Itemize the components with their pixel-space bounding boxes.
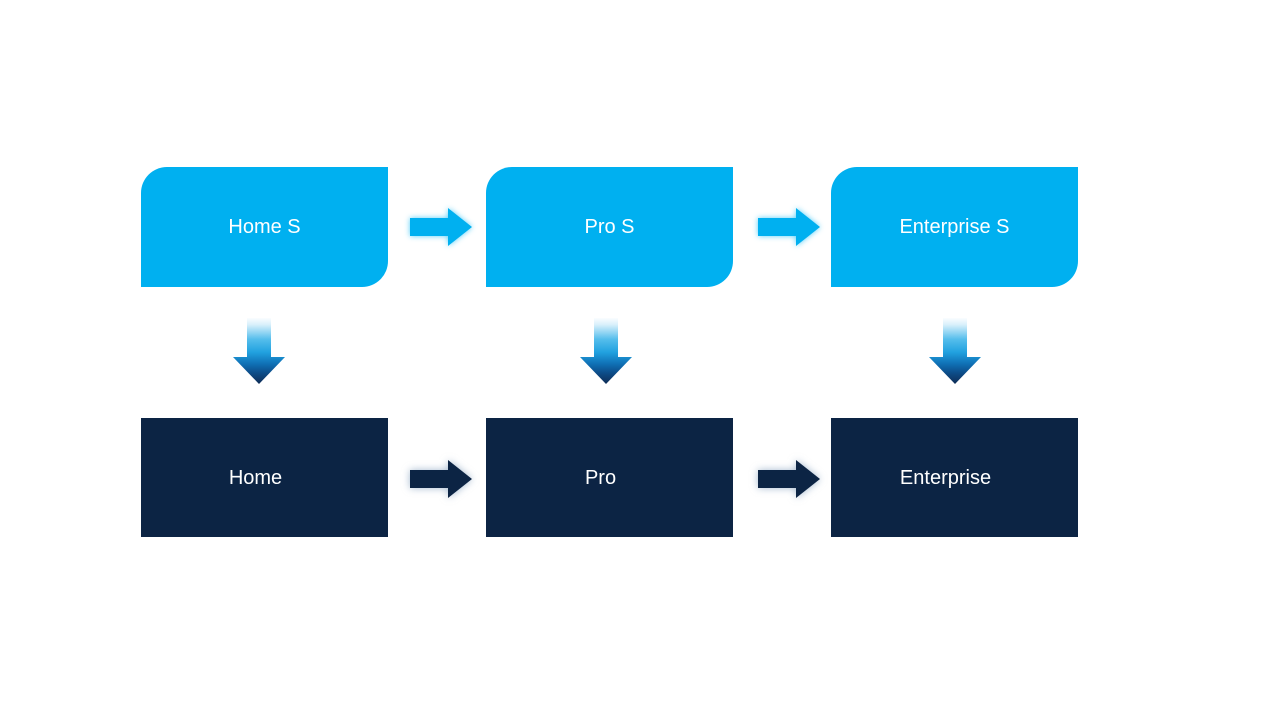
right-arrow-icon <box>410 208 472 246</box>
node-label: Pro S <box>584 216 635 238</box>
node-enterprise: Enterprise <box>831 418 1078 537</box>
right-arrow-icon <box>758 460 820 498</box>
node-pro-s: Pro S <box>486 167 733 287</box>
node-home-s: Home S <box>141 167 388 287</box>
down-arrow-icon <box>580 318 632 384</box>
node-label: Pro <box>584 466 617 489</box>
node-label: Enterprise S <box>899 216 1010 238</box>
node-enterprise-s: Enterprise S <box>831 167 1078 287</box>
node-label: Enterprise <box>899 466 992 489</box>
down-arrow-icon <box>929 318 981 384</box>
down-arrow-icon <box>233 318 285 384</box>
right-arrow-icon <box>410 460 472 498</box>
right-arrow-icon <box>758 208 820 246</box>
node-label: Home S <box>228 216 301 238</box>
node-pro: Pro <box>486 418 733 537</box>
node-home: Home <box>141 418 388 537</box>
node-label: Home <box>228 466 283 489</box>
